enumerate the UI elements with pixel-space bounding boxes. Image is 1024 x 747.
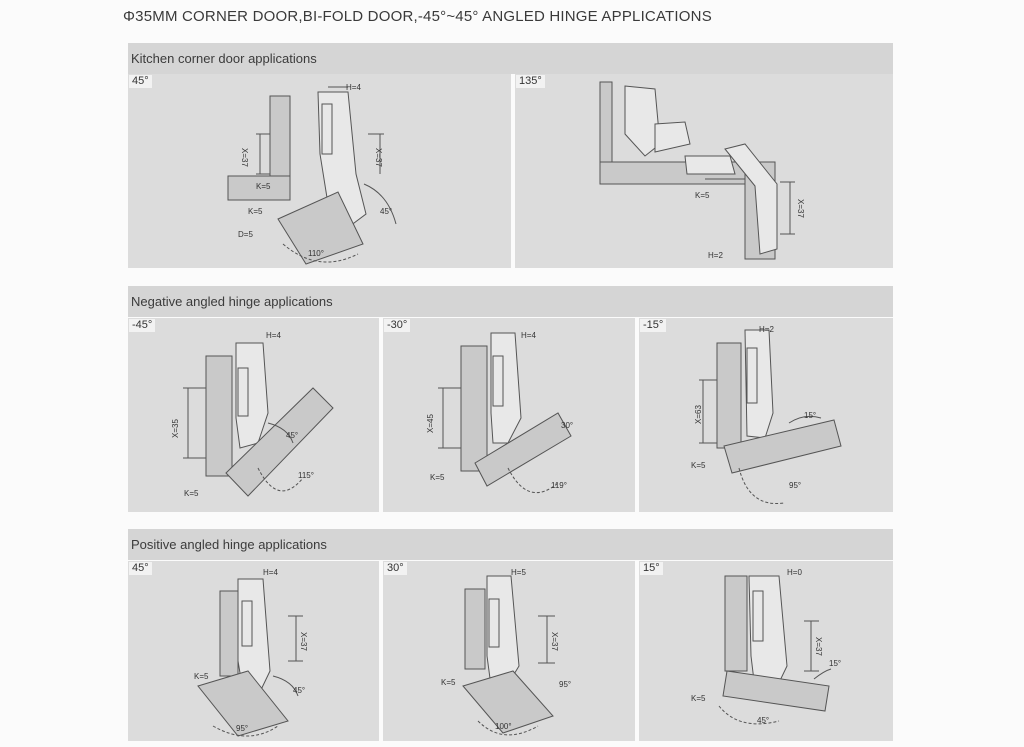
panel-angle-label: -30° xyxy=(384,319,411,332)
dim-h: H=4 xyxy=(263,568,278,577)
dim-door-angle: 15° xyxy=(804,411,816,420)
panel-angle-label: 30° xyxy=(384,562,407,575)
diagram-panel-corner-45: 45° H=4 X=37 X=37 K=5 K=5 D=5 110° 45° xyxy=(128,74,511,268)
hinge-diagram-corner-135: K=5 X=37 H=2 xyxy=(599,81,805,260)
dim-h: H=5 xyxy=(511,568,526,577)
dim-h: H=2 xyxy=(708,251,723,260)
dim-k: K=5 xyxy=(441,678,456,687)
diagram-panel-corner-135: 135° K=5 X=37 H=2 xyxy=(515,74,893,268)
diagram-panel-neg-45: -45° H=4 X=35 45° 115° K=5 xyxy=(128,318,379,512)
dim-k: K=5 xyxy=(691,694,706,703)
dim-door-angle: 30° xyxy=(561,421,573,430)
dim-k: K=5 xyxy=(695,191,710,200)
diagram-panel-pos-30: 30° H=5 X=37 K=5 95° 100° xyxy=(383,561,635,741)
dim-x-right: X=37 xyxy=(374,148,383,167)
diagram-panel-pos-15: 15° H=0 X=37 15° K=5 45° xyxy=(639,561,893,741)
dim-d: D=5 xyxy=(238,230,253,239)
dim-h: H=0 xyxy=(787,568,802,577)
dim-door-angle: 95° xyxy=(559,680,571,689)
dim-x: X=63 xyxy=(694,405,703,424)
hinge-diagram-neg-45: H=4 X=35 45° 115° K=5 xyxy=(171,331,334,498)
hinge-diagram-pos-45: H=4 X=37 K=5 45° 95° xyxy=(194,568,308,737)
dim-door-angle: 45° xyxy=(293,686,305,695)
hinge-diagram-pos-15: H=0 X=37 15° K=5 45° xyxy=(691,568,841,725)
panel-angle-label: -45° xyxy=(129,319,156,332)
dim-x: X=37 xyxy=(796,199,805,218)
diagram-panel-neg-15: -15° H=2 X=63 15° 95° K=5 xyxy=(639,318,893,512)
hinge-diagram-neg-30: H=4 X=45 30° 119° K=5 xyxy=(426,331,573,493)
dim-x-left: X=37 xyxy=(240,148,249,167)
dim-opening-angle: 115° xyxy=(298,471,314,480)
hinge-diagram-neg-15: H=2 X=63 15° 95° K=5 xyxy=(691,325,842,505)
hinge-diagram-pos-30: H=5 X=37 K=5 95° 100° xyxy=(441,568,571,736)
dim-opening-angle: 95° xyxy=(789,481,801,490)
diagram-panel-pos-45: 45° H=4 X=37 K=5 45° 95° xyxy=(128,561,379,741)
dim-x: X=37 xyxy=(299,632,308,651)
section-header-negative-angled: Negative angled hinge applications xyxy=(128,286,893,317)
dim-h: H=4 xyxy=(521,331,536,340)
dim-opening-angle: 45° xyxy=(757,716,769,725)
dim-k: K=5 xyxy=(194,672,209,681)
panel-angle-label: 45° xyxy=(129,75,152,88)
panel-angle-label: -15° xyxy=(640,319,667,332)
dim-door-angle: 45° xyxy=(286,431,298,440)
dim-door-angle: 15° xyxy=(829,659,841,668)
dim-opening-angle: 95° xyxy=(236,724,248,733)
dim-opening-angle: 119° xyxy=(551,481,567,490)
dim-k-bottom: K=5 xyxy=(248,207,263,216)
panel-angle-label: 45° xyxy=(129,562,152,575)
dim-h: H=4 xyxy=(266,331,281,340)
dim-k-top: K=5 xyxy=(256,182,271,191)
dim-h: H=4 xyxy=(346,83,361,92)
dim-x: X=37 xyxy=(814,637,823,656)
dim-k: K=5 xyxy=(691,461,706,470)
dim-opening-angle: 100° xyxy=(495,722,512,731)
dim-x: X=35 xyxy=(171,419,180,438)
dim-opening-angle: 110° xyxy=(308,249,324,258)
dim-door-angle: 45° xyxy=(380,207,392,216)
hinge-diagram-corner-45: H=4 X=37 X=37 K=5 K=5 D=5 110° 45° xyxy=(227,83,397,265)
panel-angle-label: 15° xyxy=(640,562,663,575)
page-title: Φ35MM CORNER DOOR,BI-FOLD DOOR,-45°~45° … xyxy=(123,8,712,25)
section-header-positive-angled: Positive angled hinge applications xyxy=(128,529,893,560)
dim-k: K=5 xyxy=(430,473,445,482)
dim-k: K=5 xyxy=(184,489,199,498)
panel-angle-label: 135° xyxy=(516,75,545,88)
dim-x: X=37 xyxy=(550,632,559,651)
section-header-kitchen-corner: Kitchen corner door applications xyxy=(128,43,893,74)
dim-x: X=45 xyxy=(426,414,435,433)
diagram-panel-neg-30: -30° H=4 X=45 30° 119° K=5 xyxy=(383,318,635,512)
dim-h: H=2 xyxy=(759,325,774,334)
